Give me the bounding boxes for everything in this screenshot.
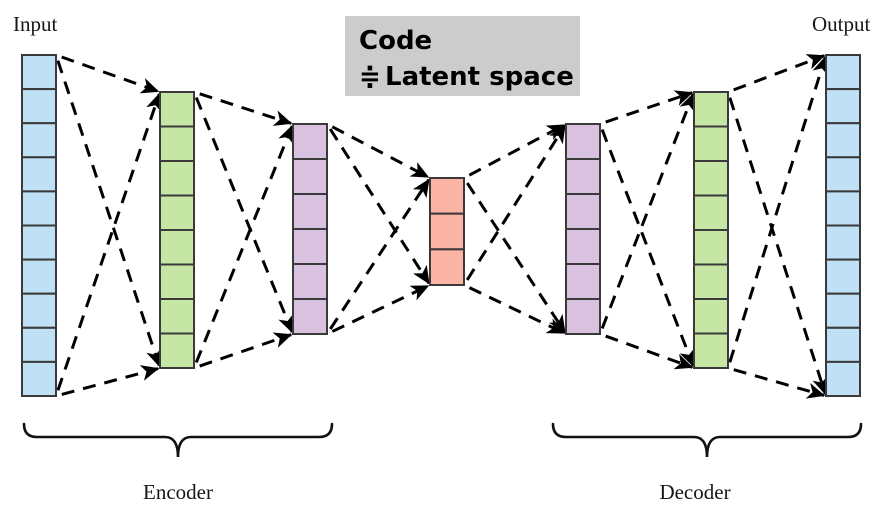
connection-arrow xyxy=(329,178,431,330)
layer-cell xyxy=(693,263,729,300)
output-layer xyxy=(825,54,861,397)
connection-arrow xyxy=(199,332,293,368)
encoder-hidden-1 xyxy=(159,91,195,369)
connection-arrow xyxy=(466,182,567,334)
decoder-hidden-1 xyxy=(565,123,601,335)
connection-arrow xyxy=(199,92,293,126)
connection-arrow xyxy=(605,90,694,124)
layer-cell xyxy=(159,298,195,335)
connection-arrow xyxy=(331,125,430,179)
layer-cell xyxy=(825,224,861,261)
connection-arrow xyxy=(728,55,829,363)
layer-cell xyxy=(429,177,465,215)
output-label: Output xyxy=(812,12,871,36)
connection-arrow xyxy=(733,368,826,399)
connection-arrow xyxy=(605,334,694,370)
layer-cell xyxy=(292,228,328,265)
layer-cell xyxy=(693,194,729,231)
connection-arrow xyxy=(733,54,826,92)
input-label: Input xyxy=(13,12,58,36)
code-latent-space-annotation: Code ≑Latent space xyxy=(345,16,580,96)
layer-cell xyxy=(825,258,861,295)
layer-cell xyxy=(565,228,601,265)
layer-cell xyxy=(429,248,465,286)
connection-arrow xyxy=(468,123,566,177)
approximately-equal-icon: ≑ xyxy=(359,62,381,92)
layer-cell xyxy=(825,190,861,227)
layer-cell xyxy=(693,229,729,266)
code-title: Code xyxy=(359,26,433,56)
connection-arrow xyxy=(61,55,160,94)
layer-cell xyxy=(292,158,328,195)
connection-arrow xyxy=(600,92,695,329)
layer-cell xyxy=(693,332,729,369)
input-layer xyxy=(21,54,57,397)
layer-cell xyxy=(21,224,57,261)
encoder-hidden-2 xyxy=(292,123,328,335)
connection-arrow xyxy=(728,97,828,396)
layer-cell xyxy=(693,125,729,162)
layer-cell xyxy=(825,122,861,159)
encoder-label: Encoder xyxy=(143,480,213,504)
layer-cell xyxy=(565,298,601,335)
layer-cell xyxy=(21,360,57,397)
layer-cell xyxy=(565,123,601,160)
layer-cell xyxy=(825,156,861,193)
connection-arrow xyxy=(465,124,567,281)
layer-cell xyxy=(825,54,861,91)
bottleneck-layer xyxy=(429,177,465,286)
layer-cell xyxy=(21,190,57,227)
connection-arrow xyxy=(56,60,162,368)
connection-arrow xyxy=(328,128,431,285)
layer-cell xyxy=(21,88,57,125)
layer-cell xyxy=(21,122,57,159)
connection-arrow xyxy=(468,286,566,335)
decoder-brace xyxy=(551,422,863,458)
layer-cell xyxy=(21,326,57,363)
layer-cell xyxy=(21,258,57,295)
connection-arrow xyxy=(56,92,162,391)
decoder-label: Decoder xyxy=(659,480,731,504)
latent-space-line: ≑Latent space xyxy=(359,59,580,95)
connection-arrow xyxy=(61,365,160,396)
encoder-brace xyxy=(22,422,334,458)
layer-cell xyxy=(565,263,601,300)
layer-cell xyxy=(159,194,195,231)
connection-arrow xyxy=(331,284,430,333)
layer-cell xyxy=(825,88,861,125)
layer-cell xyxy=(159,160,195,197)
latent-space-text: Latent space xyxy=(385,62,574,92)
decoder-hidden-2 xyxy=(693,91,729,369)
layer-cell xyxy=(159,332,195,369)
layer-cell xyxy=(825,360,861,397)
layer-cell xyxy=(159,263,195,300)
